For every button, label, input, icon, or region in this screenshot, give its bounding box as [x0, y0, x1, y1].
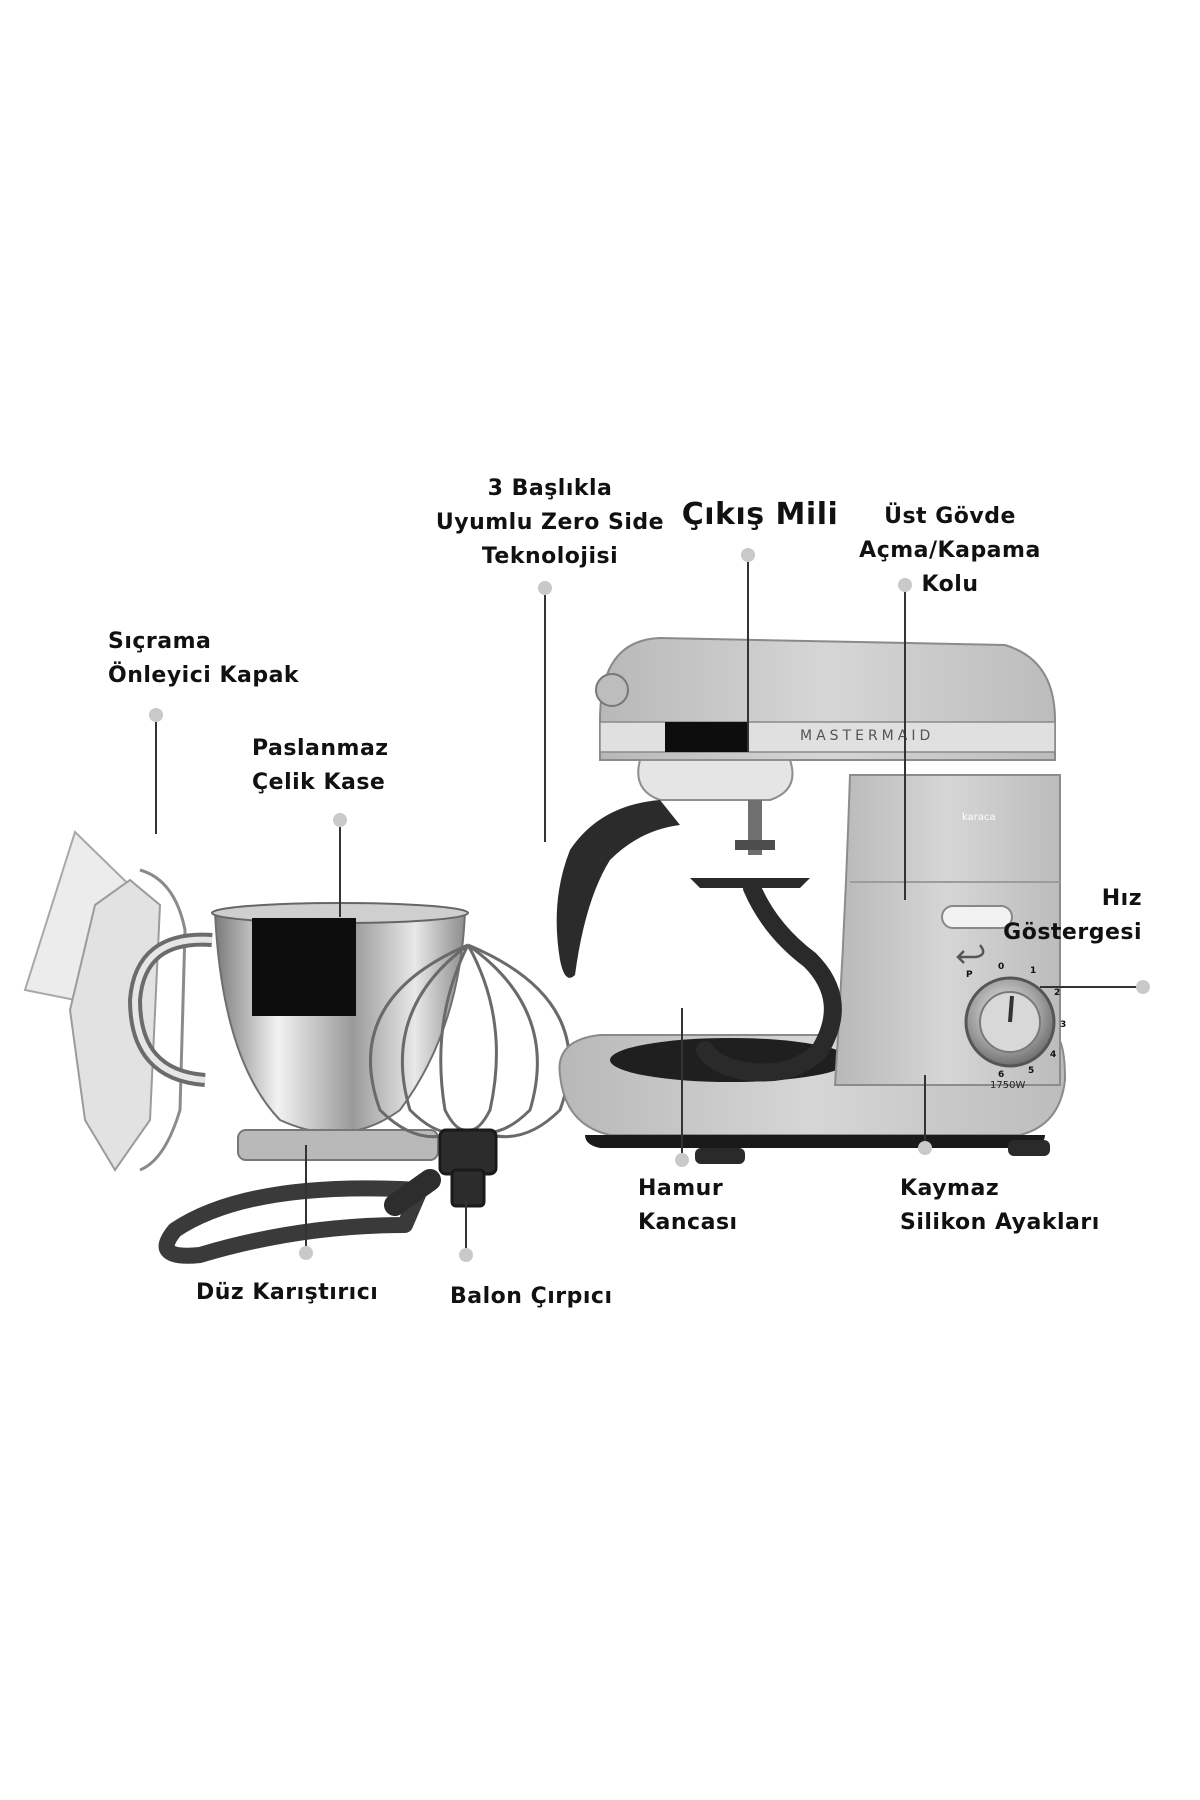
callout-output-shaft-line — [747, 562, 749, 752]
callout-dough-hook-label: Hamur Kancası — [638, 1176, 738, 1235]
callout-bowl-line — [339, 827, 341, 917]
callout-flat-beater-dot — [299, 1246, 313, 1260]
dial-mark-5: 5 — [1028, 1066, 1035, 1076]
callout-splash-guard-label: Sıçrama Önleyici Kapak — [108, 629, 300, 688]
callout-output-shaft-dot — [741, 548, 755, 562]
callout-zero-side-line — [544, 595, 546, 842]
stainless-steel-bowl — [127, 902, 469, 1161]
brand-badge-text: karaca — [962, 812, 996, 823]
dial-mark-6: 6 — [998, 1070, 1005, 1080]
callout-dough-hook-dot — [675, 1153, 689, 1167]
splash-guard-lid — [23, 830, 187, 1172]
brand-logo-text: MASTERMAID — [800, 728, 935, 744]
callout-flat-beater-line — [305, 1145, 307, 1246]
dial-mark-p: P — [966, 970, 973, 980]
flat-beater — [158, 1169, 441, 1264]
callout-speed-indicator-dot — [1136, 980, 1150, 994]
callout-speed-indicator-label: Hız Göstergesi — [1003, 886, 1142, 945]
dial-mark-0: 0 — [998, 962, 1005, 972]
callout-bowl-dot — [333, 813, 347, 827]
callout-balloon-whisk-label: Balon Çırpıcı — [450, 1284, 613, 1309]
callout-flat-beater-label: Düz Karıştırıcı — [196, 1280, 379, 1305]
callout-head-lever-line — [904, 592, 906, 900]
callout-splash-guard-dot — [149, 708, 163, 722]
callout-head-lever-dot — [898, 578, 912, 592]
power-rating-label: 1750W — [990, 1080, 1026, 1091]
callout-splash-guard-line — [155, 722, 157, 834]
callout-feet-dot — [918, 1141, 932, 1155]
dial-mark-3: 3 — [1060, 1020, 1067, 1030]
callout-output-shaft-label: Çıkış Mili — [681, 497, 839, 532]
dial-mark-4: 4 — [1050, 1050, 1057, 1060]
callout-bowl-label: Paslanmaz Çelik Kase — [252, 736, 389, 795]
dial-mark-1: 1 — [1030, 966, 1037, 976]
callout-dough-hook-line — [681, 1008, 683, 1153]
stand-mixer-body — [556, 636, 1067, 1164]
callout-balloon-whisk-dot — [459, 1248, 473, 1262]
dial-mark-2: 2 — [1054, 988, 1061, 998]
callout-feet-label: Kaymaz Silikon Ayakları — [900, 1176, 1100, 1235]
callout-balloon-whisk-line — [465, 1200, 467, 1248]
callout-feet-line — [924, 1075, 926, 1141]
callout-zero-side-label: 3 Başlıkla Uyumlu Zero Side Teknolojisi — [435, 476, 665, 569]
callout-head-lever-label: Üst Gövde Açma/Kapama Kolu — [859, 504, 1041, 597]
callout-speed-indicator-line — [1040, 986, 1136, 988]
callout-zero-side-dot — [538, 581, 552, 595]
balloon-whisk — [369, 943, 571, 1208]
